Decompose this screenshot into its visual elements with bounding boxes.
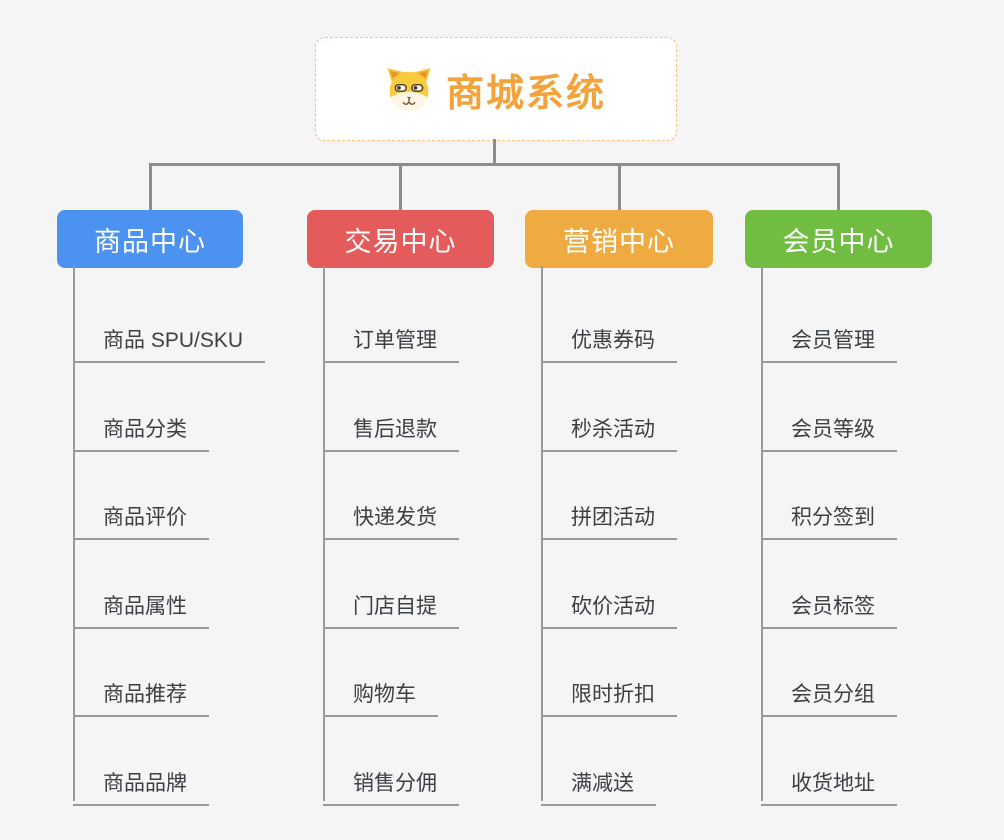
leaf-item[interactable]: 售后退款 [323,401,459,452]
connector-branch-drop [837,163,840,210]
leaf-label: 满减送 [571,772,634,795]
leaf-label: 商品品牌 [103,772,187,795]
leaf-item[interactable]: 满减送 [541,755,656,806]
connector-branch-drop [148,163,152,210]
branch-trunk-line [73,266,75,801]
connector-branch-drop [617,163,621,210]
connector-horizontal-bar [148,163,840,166]
leaf-label: 收货地址 [791,772,875,795]
leaf-item[interactable]: 商品属性 [73,578,209,629]
branch-node[interactable]: 营销中心 [525,210,713,268]
leaf-label: 积分签到 [791,506,875,529]
root-node[interactable]: 商城系统 [315,37,677,141]
leaf-item[interactable]: 快递发货 [323,489,459,540]
leaf-label: 快递发货 [353,506,437,529]
branch-trunk-line [323,266,325,801]
leaf-item[interactable]: 会员管理 [761,312,897,363]
leaf-item[interactable]: 收货地址 [761,755,897,806]
branch-trunk-line [541,266,543,801]
branch-trunk-line [761,266,763,801]
branch-node[interactable]: 交易中心 [307,210,494,268]
leaf-item[interactable]: 商品分类 [73,401,209,452]
leaf-item[interactable]: 商品 SPU/SKU [73,312,266,363]
leaf-label: 会员分组 [791,683,875,706]
branch-label: 会员中心 [782,226,895,257]
leaf-label: 门店自提 [353,595,437,618]
leaf-item[interactable]: 拼团活动 [541,489,677,540]
root-title: 商城系统 [445,72,606,115]
leaf-label: 会员等级 [791,418,875,441]
leaf-label: 拼团活动 [571,506,655,529]
branch-label: 营销中心 [563,226,675,257]
branch-label: 商品中心 [94,226,206,257]
leaf-label: 砍价活动 [571,595,655,618]
branch-node[interactable]: 商品中心 [57,210,243,268]
leaf-item[interactable]: 秒杀活动 [541,401,677,452]
leaf-label: 销售分佣 [353,772,437,795]
leaf-item[interactable]: 会员等级 [761,401,897,452]
leaf-item[interactable]: 商品推荐 [73,666,209,717]
leaf-item[interactable]: 商品品牌 [73,755,209,806]
leaf-label: 商品分类 [103,418,187,441]
leaf-item[interactable]: 积分签到 [761,489,897,540]
leaf-label: 订单管理 [353,329,437,352]
leaf-item[interactable]: 销售分佣 [323,755,459,806]
leaf-label: 商品 SPU/SKU [103,329,244,352]
leaf-label: 商品评价 [103,506,187,529]
dog-face-icon [386,66,432,112]
leaf-item[interactable]: 会员标签 [761,578,897,629]
leaf-label: 优惠券码 [571,329,655,352]
leaf-label: 购物车 [353,683,416,706]
leaf-label: 秒杀活动 [571,418,655,441]
connector-root-drop [492,139,496,166]
leaf-label: 商品推荐 [103,683,187,706]
leaf-item[interactable]: 订单管理 [323,312,459,363]
leaf-item[interactable]: 优惠券码 [541,312,677,363]
connector-branch-drop [399,163,402,210]
branch-node[interactable]: 会员中心 [745,210,932,268]
leaf-label: 售后退款 [353,418,437,441]
branch-label: 交易中心 [344,226,457,257]
leaf-item[interactable]: 购物车 [323,666,438,717]
leaf-label: 限时折扣 [571,683,655,706]
leaf-item[interactable]: 限时折扣 [541,666,677,717]
leaf-label: 会员管理 [791,329,875,352]
leaf-item[interactable]: 商品评价 [73,489,209,540]
leaf-label: 商品属性 [103,595,187,618]
leaf-item[interactable]: 门店自提 [323,578,459,629]
leaf-label: 会员标签 [791,595,875,618]
leaf-item[interactable]: 砍价活动 [541,578,677,629]
leaf-item[interactable]: 会员分组 [761,666,897,717]
